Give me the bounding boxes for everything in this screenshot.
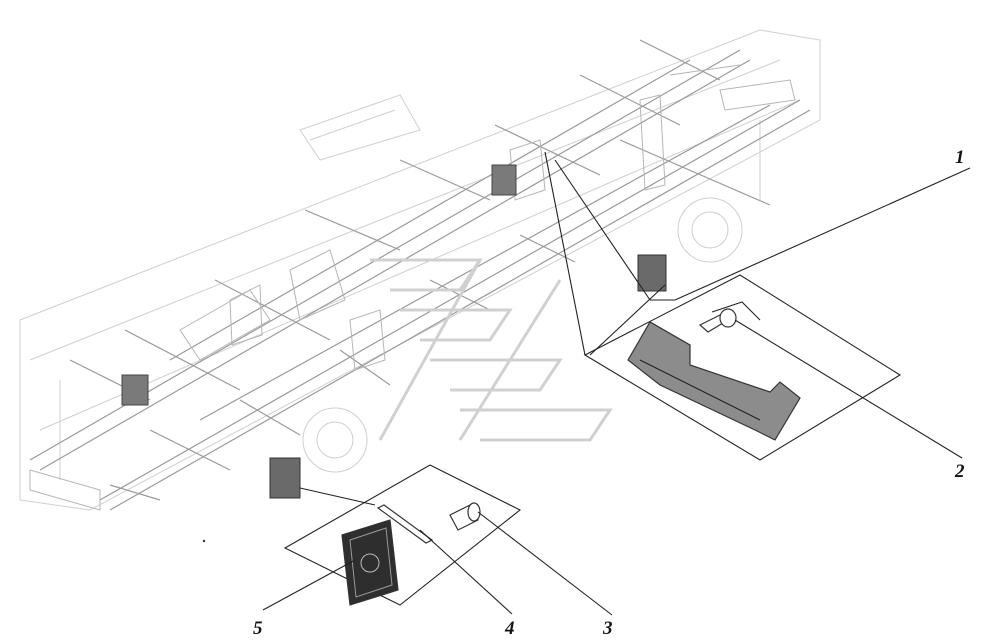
mud-flap-part (341, 519, 399, 606)
bolt-part (698, 301, 761, 333)
detail-box-mud-flap (283, 464, 522, 606)
mounted-mud-flap-rear-left (491, 164, 517, 196)
detail-box-bracket (583, 274, 902, 461)
callout-3: 3 (602, 618, 613, 639)
bus-body-outline (19, 29, 821, 511)
mudguard-bracket-part (627, 321, 801, 441)
bushing-part (449, 502, 481, 531)
callout-5: 5 (253, 618, 263, 639)
callout-2: 2 (954, 461, 965, 482)
callout-4: 4 (504, 618, 515, 639)
callout-labels: 1 2 3 4 5 (253, 147, 965, 639)
mounted-mud-flap-rear-right (637, 254, 667, 292)
mounted-mud-flap-front-left (269, 457, 301, 499)
chassis-frame (29, 39, 811, 511)
mounted-mud-flap-front-right (121, 374, 149, 406)
callout-1: 1 (955, 147, 965, 168)
strip-part (376, 504, 434, 544)
watermark-logo (370, 258, 613, 442)
stray-dot (202, 539, 206, 543)
leader-lines (262, 151, 971, 616)
